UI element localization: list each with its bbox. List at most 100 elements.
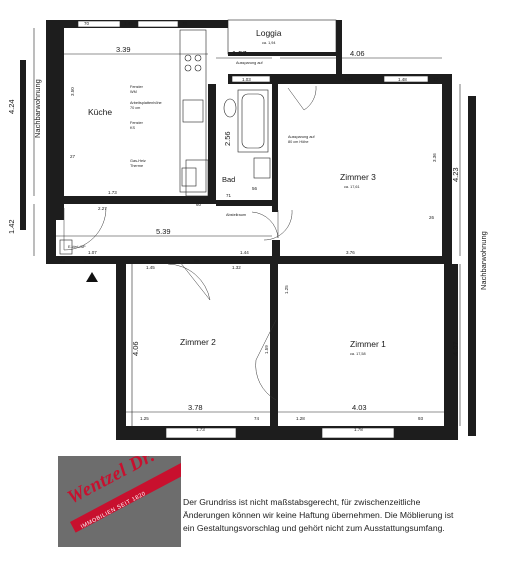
note-aussparung-top: Aussparung auf [236,61,264,65]
disclaimer-text: Der Grundriss ist nicht maßstabsgerecht,… [183,496,505,535]
neighbour-wall-left [20,60,26,230]
dim-top-c: 70 [182,21,188,26]
bathtub [237,89,269,153]
dim-z2-b: 1.73 [196,427,205,432]
dim-z2-c: 74 [254,416,260,421]
window-zimmer3 [383,75,429,83]
dim-top-d: 1.03 [242,77,251,82]
dim-f-a: 1.07 [88,250,97,255]
stove-plate-1 [184,54,192,62]
window-zimmer2 [165,427,237,439]
wall-bottom-entry [56,256,126,264]
dim-left-lower: 1.42 [7,219,16,234]
dim-z1-a: 1.28 [296,416,305,421]
note-aussparung-mid: Aussparung auf [288,135,316,139]
floor-plan: Küche Loggia Bad Zimmer 3 Zimmer 2 Zimme… [7,19,488,440]
dim-k-d: 84 [160,198,166,203]
dim-z2-a: 1.25 [140,416,149,421]
room-kueche: Küche [88,107,112,117]
dim-f-f: 3.76 [346,250,355,255]
room-zimmer2: Zimmer 2 [180,337,216,347]
abstellraum-outline [185,159,209,197]
dim-f-d: 1.32 [232,265,241,270]
loggia-parapet [228,52,336,56]
dim-k-c: 2.27 [98,206,107,211]
dim-z3-b: 26 [429,215,435,220]
dim-e-b: 94 [84,258,90,263]
dim-z3-a: 3.36 [432,153,437,162]
dim-flur-length: 5.39 [156,227,171,236]
company-logo: Wentzel Dr.® IMMOBILIEN SEIT 1820 [58,456,181,547]
dim-b-a: 56 [252,186,258,191]
wall-left-kueche [46,20,64,220]
note-wm: WM [130,90,137,94]
wall-right-loggia [336,20,342,82]
wall-kueche-flur [64,196,216,204]
entrance-arrow-icon [86,272,98,282]
disclaimer-line: ein Gestaltungsvorschlag und gehört nich… [183,523,445,533]
therme-box [181,167,197,187]
dim-m-b: 1.59 [264,345,269,354]
dim-f-e: 1.44 [240,250,249,255]
note-gas-heiz: Gas-Heiz [130,159,146,163]
bathtub-inner [241,93,265,149]
entry-cabinet [59,239,73,255]
stove-plate-2 [194,54,202,62]
disclaimer-line: Der Grundriss ist nicht maßstabsgerecht,… [183,497,421,507]
disclaimer-line: Änderungen können wir keine Haftung über… [183,510,454,520]
kitchen-sink [182,99,204,123]
note-aussparung-cm: 80 cm Höhe [288,140,308,144]
dim-e-a: 28 [60,258,66,263]
note-loggia-area: ca. 1,94 [262,41,276,45]
wall-left-lower [46,220,56,264]
dim-k-b: 1.73 [108,190,117,195]
door-kueche [63,207,107,251]
note-fenster-a: Fenster [130,85,144,89]
neighbour-wall-right [468,96,476,436]
side-label-left: Nachbarwohnung [33,79,42,138]
side-label-right: Nachbarwohnung [479,231,488,290]
dim-top-b: 1.49 [124,21,133,26]
dim-left-height: 4.24 [7,99,16,114]
dim-f-b: 1.45 [146,265,155,270]
note-therme: Therme [130,164,143,168]
dim-top-a: 70 [84,21,90,26]
toilet [223,98,237,118]
dim-k-left: 3.50 [70,87,75,96]
window-zimmer1 [321,427,395,439]
wall-flur-zimmer3 [272,240,280,260]
dim-right-lower: 4.07 [451,341,460,356]
door-loggia [287,85,317,111]
dim-k-a: 27 [70,154,76,159]
door-zimmer2 [167,261,211,301]
dim-zimmer2-height: 4.06 [131,341,140,356]
room-bad: Bad [222,175,235,184]
dim-f-c: 86 [194,258,200,263]
wall-top-right [228,74,450,84]
room-zimmer3: Zimmer 3 [340,172,376,182]
note-ks: KS [130,126,136,130]
dim-zimmer1-width: 4.03 [352,403,367,412]
dim-loggia-width: 1.57 [232,49,247,58]
stove-plate-3 [184,64,192,72]
note-entrance: E-Verl./AP [68,245,86,249]
dim-kueche-width: 3.39 [116,45,131,54]
dim-z1-c: 93 [418,416,424,421]
kitchen-counter [179,29,207,193]
dim-z1-b: 1.78 [354,427,363,432]
wall-right-lower [444,264,458,440]
note-zimmer3-area: ca. 17,61 [344,185,360,189]
dim-top-g: 17 [433,77,439,82]
dim-top-f: 1.48 [398,77,407,82]
note-arbeitsplatte: Arbeitsplattenhöhe [130,101,162,105]
window-kueche-2 [137,20,179,28]
dim-loggia-right: 4.06 [350,49,365,58]
wall-zimmer1-zimmer2 [270,264,278,426]
room-loggia: Loggia [256,28,282,38]
note-arbeitsplatte-cm: 70 cm [130,106,140,110]
wash-basin [253,157,271,179]
window-kueche-1 [77,20,121,28]
dim-zimmer2-width: 3.78 [188,403,203,412]
note-zimmer1-area: ca. 17,58 [350,352,366,356]
dim-top-e: 1.14 [344,77,353,82]
